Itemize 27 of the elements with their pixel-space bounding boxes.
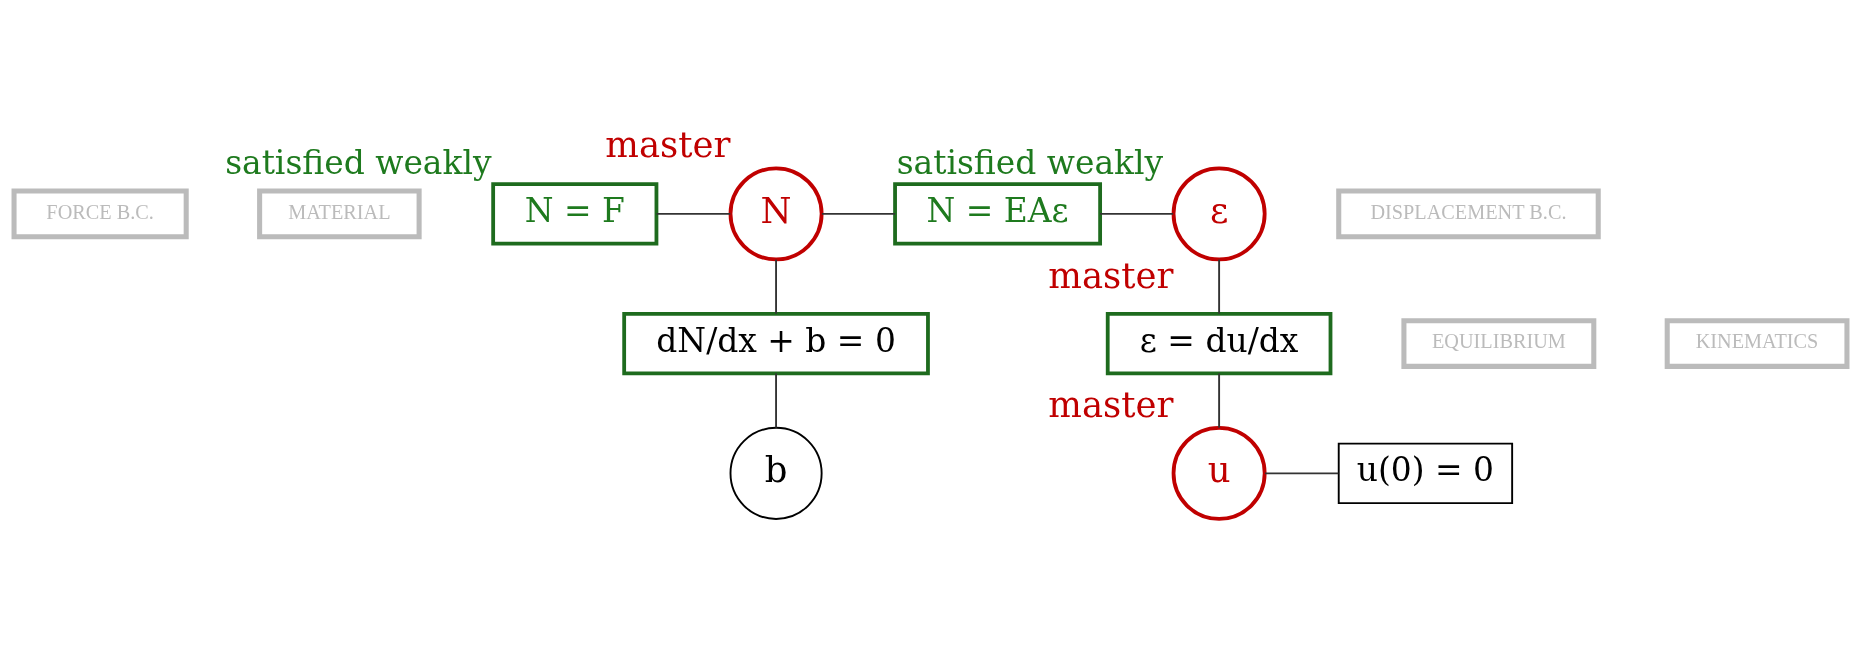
node-label: satisfied weakly [896,142,1164,182]
connector [1218,372,1221,429]
node-circle: u [1171,425,1267,521]
node-box: MATERIAL [257,188,422,240]
node-box: dN/dx + b = 0 [622,311,930,376]
node-circle: ε [1171,166,1267,262]
connector [820,212,896,215]
node-box: KINEMATICS [1664,318,1850,369]
node-box: N = EAε [893,182,1102,246]
connector [655,212,732,215]
node-box: N = F [491,182,659,246]
node-circle: b [729,426,823,520]
node-circle: N [728,166,824,262]
connector [1218,258,1221,315]
connector [1264,472,1340,475]
connector [775,372,778,429]
node-label: master [1048,254,1174,296]
node-label: satisfied weakly [225,142,492,182]
node-box: DISPLACEMENT B.C. [1336,188,1601,240]
connector [775,258,778,315]
connector [1099,212,1175,215]
node-label: master [1048,383,1174,425]
node-box: FORCE B.C. [11,188,189,240]
node-label: master [605,124,731,166]
node-box: u(0) = 0 [1337,442,1514,505]
node-box: ε = du/dx [1105,311,1333,376]
node-box: EQUILIBRIUM [1401,318,1597,369]
